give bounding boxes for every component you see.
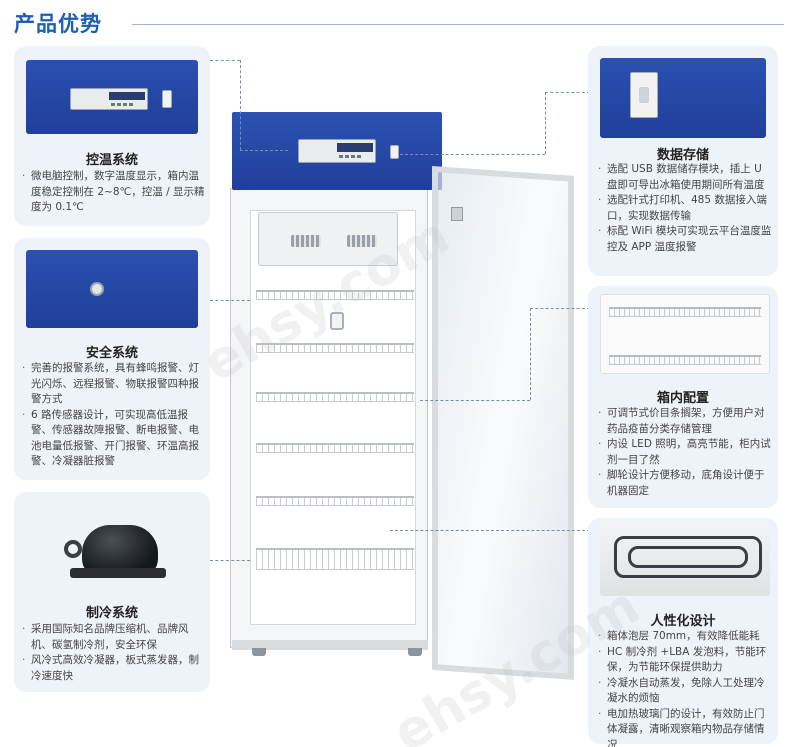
connector-line — [210, 300, 250, 301]
interior-card: 箱内配置 可调节式价目条搁架，方便用户对药品疫苗分类存储管理 内设 LED 照明… — [588, 286, 778, 508]
list-item: 选配针式打印机、485 数据接入端口，实现数据传输 — [598, 193, 774, 224]
safety-card-list: 完善的报警系统，具有蜂鸣报警、灯光闪烁、远程报警、物联报警四种报警方式 6 路传… — [22, 361, 206, 470]
title-rule — [132, 24, 784, 25]
list-item: 风冷式高效冷凝器，板式蒸发器，制冷速度快 — [22, 653, 206, 684]
sensor-icon — [330, 312, 344, 330]
connector-line — [240, 60, 241, 150]
connector-line — [400, 154, 545, 155]
alarm-button-icon — [90, 282, 104, 296]
fridge-lock-icon — [390, 145, 399, 159]
list-item: 冷凝水自动蒸发，免除人工处理冷凝水的烦恼 — [598, 676, 774, 707]
temperature-card-title: 控温系统 — [85, 153, 138, 168]
refrigeration-card-list: 采用国际知名品牌压缩机、品牌风机、碳氢制冷剂，安全环保 风冷式高效冷凝器，板式蒸… — [22, 622, 206, 684]
refrigeration-card-title: 制冷系统 — [85, 606, 138, 621]
connector-line — [545, 92, 546, 154]
door-handle-icon — [451, 207, 463, 221]
temperature-card: 控温系统 微电脑控制，数字温度显示，箱内温度稳定控制在 2~8℃，控温 / 显示… — [14, 46, 210, 226]
list-item: 箱体泡层 70mm，有效降低能耗 — [598, 629, 774, 645]
list-item: 微电脑控制，数字温度显示，箱内温度稳定控制在 2~8℃，控温 / 显示精度为 0… — [22, 169, 206, 216]
shelf — [256, 443, 414, 457]
data-storage-card-title: 数据存储 — [656, 148, 709, 163]
connector-line — [240, 150, 288, 151]
caster-icon — [408, 648, 422, 656]
connector-line — [390, 530, 590, 531]
shelf — [256, 496, 414, 510]
data-storage-card-list: 选配 USB 数据储存模块，插上 U 盘即可导出冰箱使用期间所有温度 选配针式打… — [598, 162, 774, 255]
shelf-image — [600, 294, 770, 374]
page-title: 产品优势 — [14, 12, 102, 36]
list-item: 标配 WiFi 模块可实现云平台温度监控及 APP 温度报警 — [598, 224, 774, 255]
lock-icon — [162, 90, 172, 108]
glass-door — [432, 166, 574, 680]
shelf — [256, 290, 414, 304]
list-item: 脚轮设计方便移动，底角设计便于机器固定 — [598, 468, 774, 499]
user-design-card: 人性化设计 箱体泡层 70mm，有效降低能耗 HC 制冷剂 +LBA 发泡料，节… — [588, 518, 778, 747]
user-design-card-title: 人性化设计 — [650, 614, 716, 629]
fridge-lcd-icon — [298, 139, 376, 163]
list-item: 选配 USB 数据储存模块，插上 U 盘即可导出冰箱使用期间所有温度 — [598, 162, 774, 193]
fridge-control-panel — [232, 112, 442, 190]
connector-line — [545, 92, 590, 93]
caster-icon — [252, 648, 266, 656]
shelf — [256, 392, 414, 406]
alarm-panel-image — [26, 250, 198, 328]
lcd-display-icon — [70, 88, 148, 110]
usb-port-icon — [630, 72, 658, 118]
control-panel-image — [26, 60, 198, 134]
compressor-base-icon — [70, 568, 166, 578]
heater-image — [600, 522, 770, 596]
list-item: HC 制冷剂 +LBA 发泡料，节能环保，为节能环保提供助力 — [598, 645, 774, 676]
shelf — [256, 548, 414, 570]
list-item: 采用国际知名品牌压缩机、品牌风机、碳氢制冷剂，安全环保 — [22, 622, 206, 653]
fridge-base — [232, 640, 428, 650]
connector-line — [210, 560, 250, 561]
usb-panel-image — [600, 58, 766, 138]
connector-line — [530, 308, 531, 400]
safety-card-title: 安全系统 — [85, 346, 138, 361]
data-storage-card: 数据存储 选配 USB 数据储存模块，插上 U 盘即可导出冰箱使用期间所有温度 … — [588, 46, 778, 276]
compressor-pipe-icon — [64, 540, 82, 558]
connector-line — [210, 60, 240, 61]
temperature-card-list: 微电脑控制，数字温度显示，箱内温度稳定控制在 2~8℃，控温 / 显示精度为 0… — [22, 169, 206, 216]
list-item: 可调节式价目条搁架，方便用户对药品疫苗分类存储管理 — [598, 406, 774, 437]
connector-line — [420, 400, 530, 401]
user-design-card-list: 箱体泡层 70mm，有效降低能耗 HC 制冷剂 +LBA 发泡料，节能环保，为节… — [598, 629, 774, 747]
list-item: 内设 LED 照明，高亮节能，柜内试剂一目了然 — [598, 437, 774, 468]
heater-coil-icon — [628, 546, 748, 568]
evaporator-icon — [258, 212, 398, 266]
shelf — [256, 343, 414, 357]
safety-card: 安全系统 完善的报警系统，具有蜂鸣报警、灯光闪烁、远程报警、物联报警四种报警方式… — [14, 238, 210, 480]
list-item: 6 路传感器设计，可实现高低温报警、传感器故障报警、断电报警、电池电量低报警、开… — [22, 408, 206, 470]
list-item: 完善的报警系统，具有蜂鸣报警、灯光闪烁、远程报警、物联报警四种报警方式 — [22, 361, 206, 408]
interior-card-title: 箱内配置 — [656, 391, 709, 406]
page-header: 产品优势 — [14, 8, 784, 38]
heater-coil-icon — [614, 536, 762, 578]
connector-line — [530, 308, 590, 309]
interior-card-list: 可调节式价目条搁架，方便用户对药品疫苗分类存储管理 内设 LED 照明，高亮节能… — [598, 406, 774, 499]
list-item: 电加热玻璃门的设计，有效防止门体凝露，清晰观察箱内物品存储情况 — [598, 707, 774, 747]
